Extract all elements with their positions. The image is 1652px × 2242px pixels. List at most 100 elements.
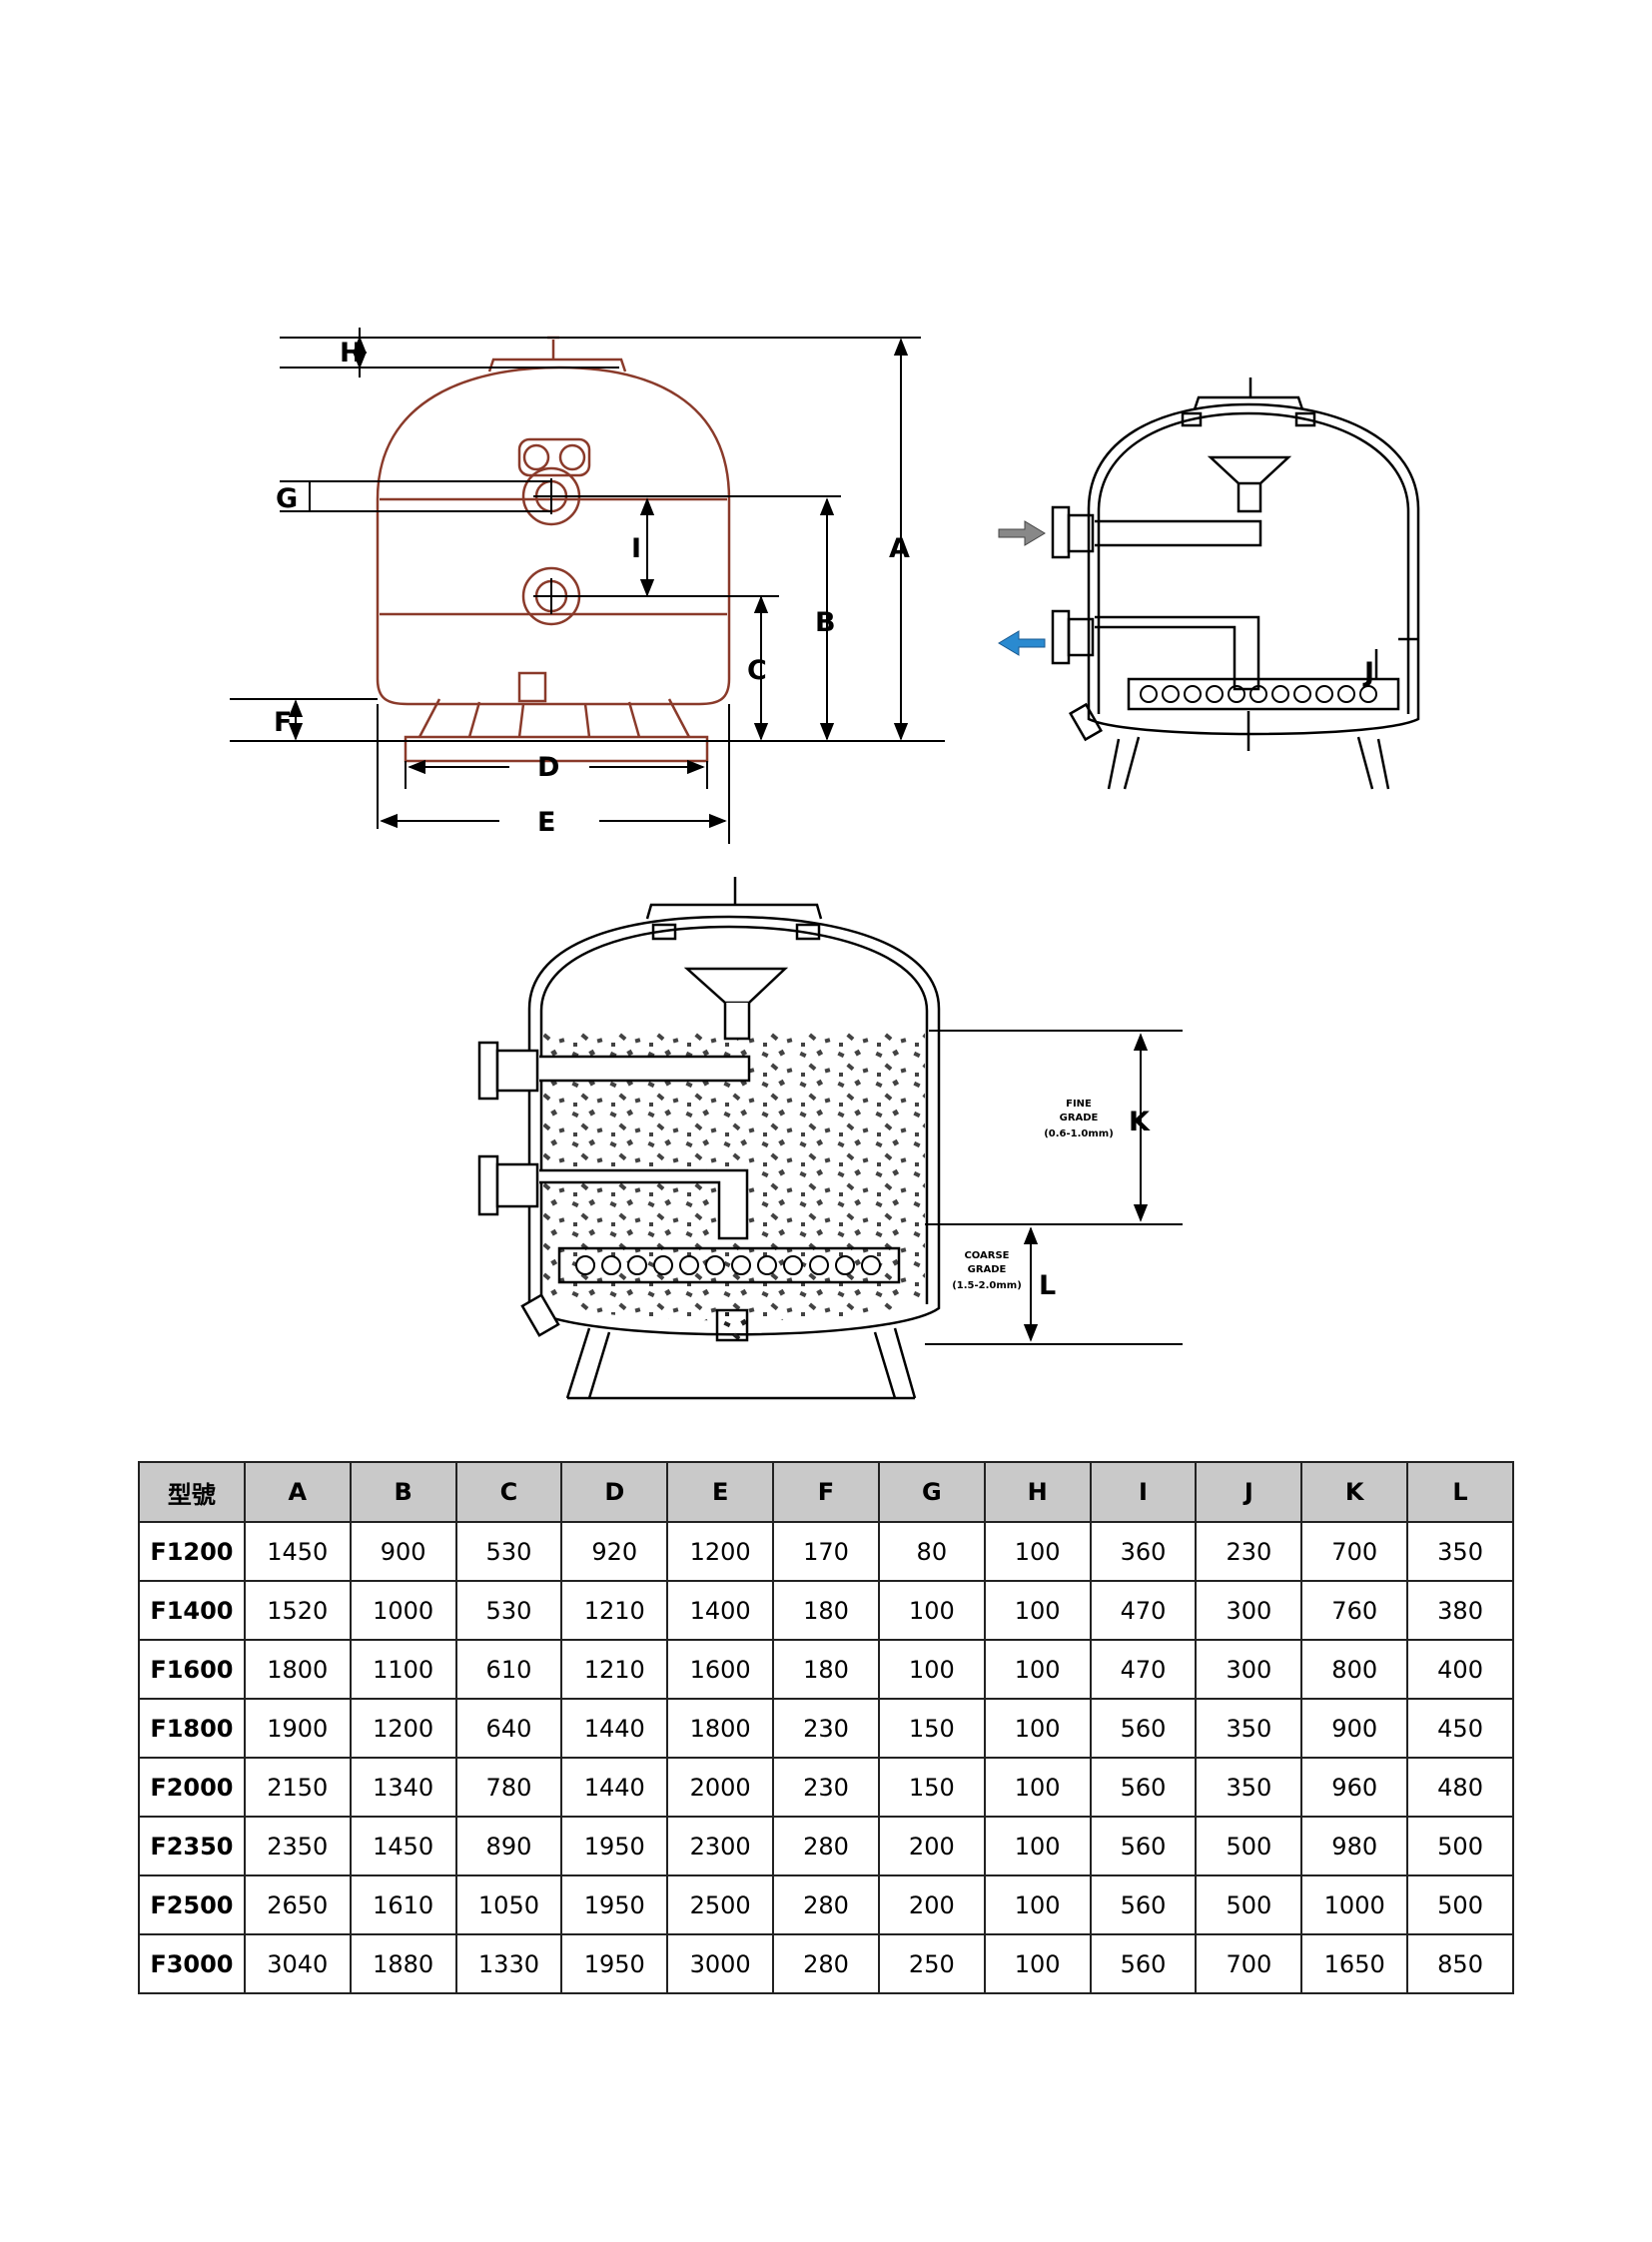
dimension-cell: 850 [1406,1933,1514,1994]
dimension-cell: 560 [1089,1874,1198,1935]
header-j: J [1195,1461,1303,1523]
dimension-cell: 980 [1300,1816,1409,1876]
dimension-cell: 1050 [454,1874,563,1935]
dimension-cell: 150 [877,1698,986,1759]
coarse-grade-label-2: GRADE [968,1264,1007,1275]
model-cell: F1600 [138,1639,246,1700]
label-j: J [1362,657,1374,688]
dimension-cell: 1210 [560,1639,669,1700]
dimension-cell: 760 [1300,1580,1409,1641]
dimension-cell: 1450 [243,1521,352,1582]
dimension-cell: 890 [454,1816,563,1876]
dimension-cell: 300 [1195,1580,1303,1641]
model-cell: F1800 [138,1698,246,1759]
header-b: B [349,1461,457,1523]
header-a: A [243,1461,352,1523]
dimension-cell: 2000 [666,1757,775,1818]
dimension-cell: 500 [1195,1874,1303,1935]
dimension-cell: 100 [983,1874,1092,1935]
dimension-cell: 180 [772,1639,880,1700]
dimension-cell: 2650 [243,1874,352,1935]
header-l: L [1406,1461,1514,1523]
header-h: H [983,1461,1092,1523]
dimension-cell: 500 [1406,1816,1514,1876]
inlet-arrow-icon [998,520,1046,546]
dimension-cell: 200 [877,1874,986,1935]
dimension-cell: 1000 [349,1580,457,1641]
dimension-cell: 100 [877,1639,986,1700]
dimension-cell: 100 [983,1639,1092,1700]
header-d: D [560,1461,669,1523]
dimension-cell: 800 [1300,1639,1409,1700]
dimension-cell: 350 [1195,1698,1303,1759]
dimension-cell: 100 [983,1933,1092,1994]
dimension-cell: 1950 [560,1874,669,1935]
dimension-cell: 100 [983,1757,1092,1818]
dimension-cell: 640 [454,1698,563,1759]
dimension-cell: 300 [1195,1639,1303,1700]
coarse-grade-label-3: (1.5-2.0mm) [952,1280,1022,1291]
fine-grade-label-3: (0.6-1.0mm) [1044,1128,1114,1139]
dimension-cell: 1950 [560,1933,669,1994]
dimension-cell: 2300 [666,1816,775,1876]
dimension-cell: 1610 [349,1874,457,1935]
media-tank-body [527,877,941,1336]
dimension-cell: 3040 [243,1933,352,1994]
label-a: A [889,533,910,564]
dimension-cell: 610 [454,1639,563,1700]
dimension-cell: 100 [983,1816,1092,1876]
model-cell: F1400 [138,1580,246,1641]
header-g: G [877,1461,986,1523]
label-k: K [1129,1107,1151,1137]
dimension-cell: 960 [1300,1757,1409,1818]
label-g: G [276,483,298,514]
label-i: I [631,533,641,564]
dimension-cell: 150 [877,1757,986,1818]
dimension-cell: 230 [772,1698,880,1759]
dimension-cell: 1000 [1300,1874,1409,1935]
dimension-cell: 1800 [243,1639,352,1700]
label-e: E [537,807,555,838]
dimension-cell: 1450 [349,1816,457,1876]
media-dimension-lines [925,1030,1183,1345]
dimension-cell: 900 [349,1521,457,1582]
header-f: F [772,1461,880,1523]
dimension-cell: 280 [772,1816,880,1876]
tank-cutaway-diagram [1051,377,1420,790]
dimension-cell: 1340 [349,1757,457,1818]
model-cell: F2500 [138,1874,246,1935]
tank-body [376,336,731,763]
dimension-cell: 500 [1195,1816,1303,1876]
header-c: C [454,1461,563,1523]
dimension-cell: 100 [983,1580,1092,1641]
tank-elevation-diagram: H G I F C B A D E [230,328,1420,844]
spec-table-header-row: 型號 A B C D E F G H I J K L [138,1461,1514,1523]
dimension-cell: 2500 [666,1874,775,1935]
dimension-cell: 480 [1406,1757,1514,1818]
dimension-cell: 1210 [560,1580,669,1641]
dimension-cell: 230 [772,1757,880,1818]
dimension-cell: 1950 [560,1816,669,1876]
model-cell: F2000 [138,1757,246,1818]
dimension-cell: 100 [877,1580,986,1641]
dimension-cell: 200 [877,1816,986,1876]
dimension-letters: H G I F C B A D E [274,338,910,838]
media-internals [477,967,901,1337]
dimension-cell: 250 [877,1933,986,1994]
dimension-cell: 1100 [349,1639,457,1700]
outlet-arrow-icon [998,630,1046,656]
dimension-cell: 530 [454,1521,563,1582]
dimension-cell: 2150 [243,1757,352,1818]
dimension-cell: 560 [1089,1757,1198,1818]
dimension-cell: 1330 [454,1933,563,1994]
dimension-cell: 1440 [560,1698,669,1759]
coarse-grade-label-1: COARSE [964,1250,1009,1261]
lateral-holes [1140,685,1377,703]
media-labels: FINE GRADE (0.6-1.0mm) K COARSE GRADE (1… [952,1099,1151,1301]
dimension-cell: 900 [1300,1698,1409,1759]
